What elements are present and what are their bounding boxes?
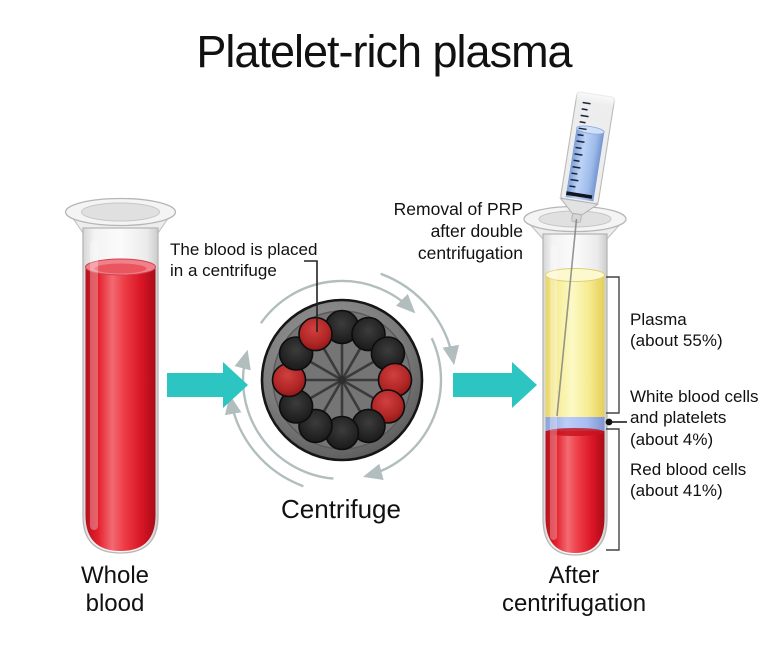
whole-blood-label: Whole blood <box>80 562 150 618</box>
plasma-label: Plasma (about 55%) <box>630 310 723 351</box>
red-cells-layer <box>545 431 605 553</box>
flow-arrow-right-2-icon <box>453 362 537 408</box>
diagram-title: Platelet-rich plasma <box>196 26 572 77</box>
red-cells-bracket <box>606 428 620 551</box>
red-cells-label: Red blood cells (about 41%) <box>630 460 747 501</box>
flow-arrow-right-1-icon <box>167 362 248 408</box>
whole-blood-tube <box>64 197 177 554</box>
plasma-bracket <box>606 276 620 414</box>
syringe-needle <box>556 218 578 417</box>
centrifuge-rotor <box>260 298 424 462</box>
centrifuge-callout-line <box>304 260 318 332</box>
result-tube <box>523 205 627 556</box>
whole-blood-fill <box>85 267 156 551</box>
tube-slot-with-blood <box>298 316 333 352</box>
buffy-coat-layer <box>545 417 605 431</box>
buffy-coat-pointer <box>605 418 627 426</box>
syringe-liquid <box>565 127 605 202</box>
plasma-layer <box>545 273 605 417</box>
syringe-scale-marks <box>569 101 591 188</box>
centrifuge-rotation-arrows-icon <box>224 272 460 488</box>
after-centrifugation-label: After centrifugation <box>501 562 647 618</box>
buffy-coat-label: White blood cells and platelets (about 4… <box>630 387 759 449</box>
prp-removal-callout: Removal of PRP after double centrifugati… <box>393 199 523 263</box>
centrifuge-label: Centrifuge <box>281 494 401 524</box>
centrifuge-callout: The blood is placed in a centrifuge <box>170 240 318 281</box>
syringe-icon <box>559 87 618 223</box>
